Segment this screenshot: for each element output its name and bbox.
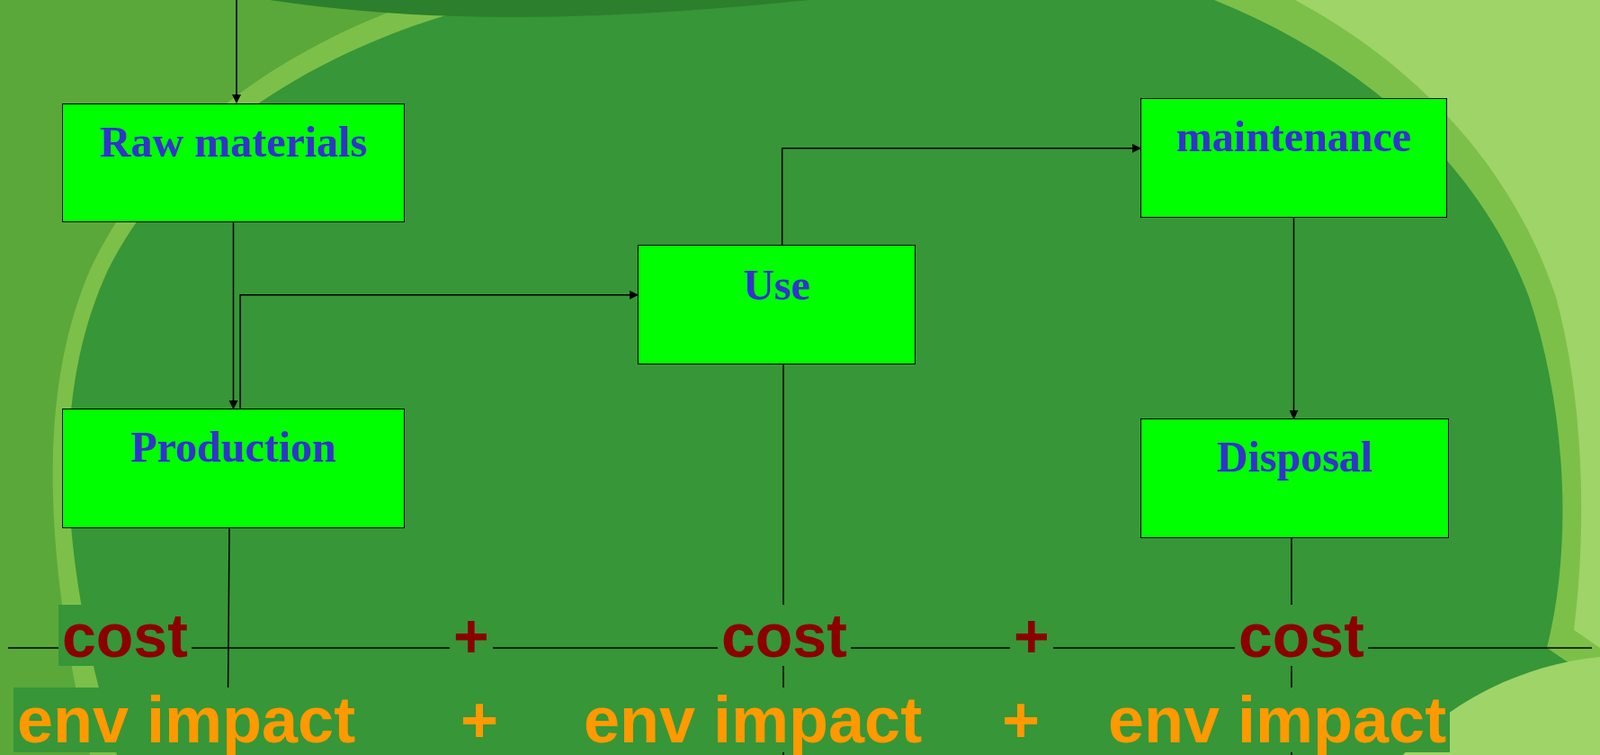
process-box: Raw materials	[62, 103, 405, 223]
plus-sign: +	[998, 687, 1044, 752]
plus-sign: +	[456, 687, 502, 752]
flow-arrow	[1293, 217, 1296, 419]
plus-sign: +	[449, 604, 493, 666]
box-label: Raw materials	[99, 118, 367, 167]
term-label: env impact	[13, 687, 359, 752]
box-label: Use	[742, 261, 811, 310]
term-label: env impact	[1104, 687, 1450, 752]
term-label: cost	[1234, 604, 1368, 666]
box-label: Disposal	[1216, 433, 1373, 482]
flow-arrow	[232, 222, 235, 409]
term-label: env impact	[580, 687, 926, 752]
box-label: maintenance	[1176, 113, 1412, 161]
process-box: Use	[637, 244, 916, 365]
box-label: Production	[130, 423, 336, 472]
flow-arrow	[240, 294, 638, 409]
term-label: cost	[717, 604, 851, 666]
term-label: cost	[58, 604, 192, 666]
process-box: Disposal	[1140, 418, 1449, 538]
plus-sign: +	[1010, 604, 1054, 666]
process-box: maintenance	[1140, 98, 1448, 218]
flow-arrow	[782, 148, 1141, 245]
process-box: Production	[62, 408, 405, 528]
input-arrow	[235, 0, 238, 103]
